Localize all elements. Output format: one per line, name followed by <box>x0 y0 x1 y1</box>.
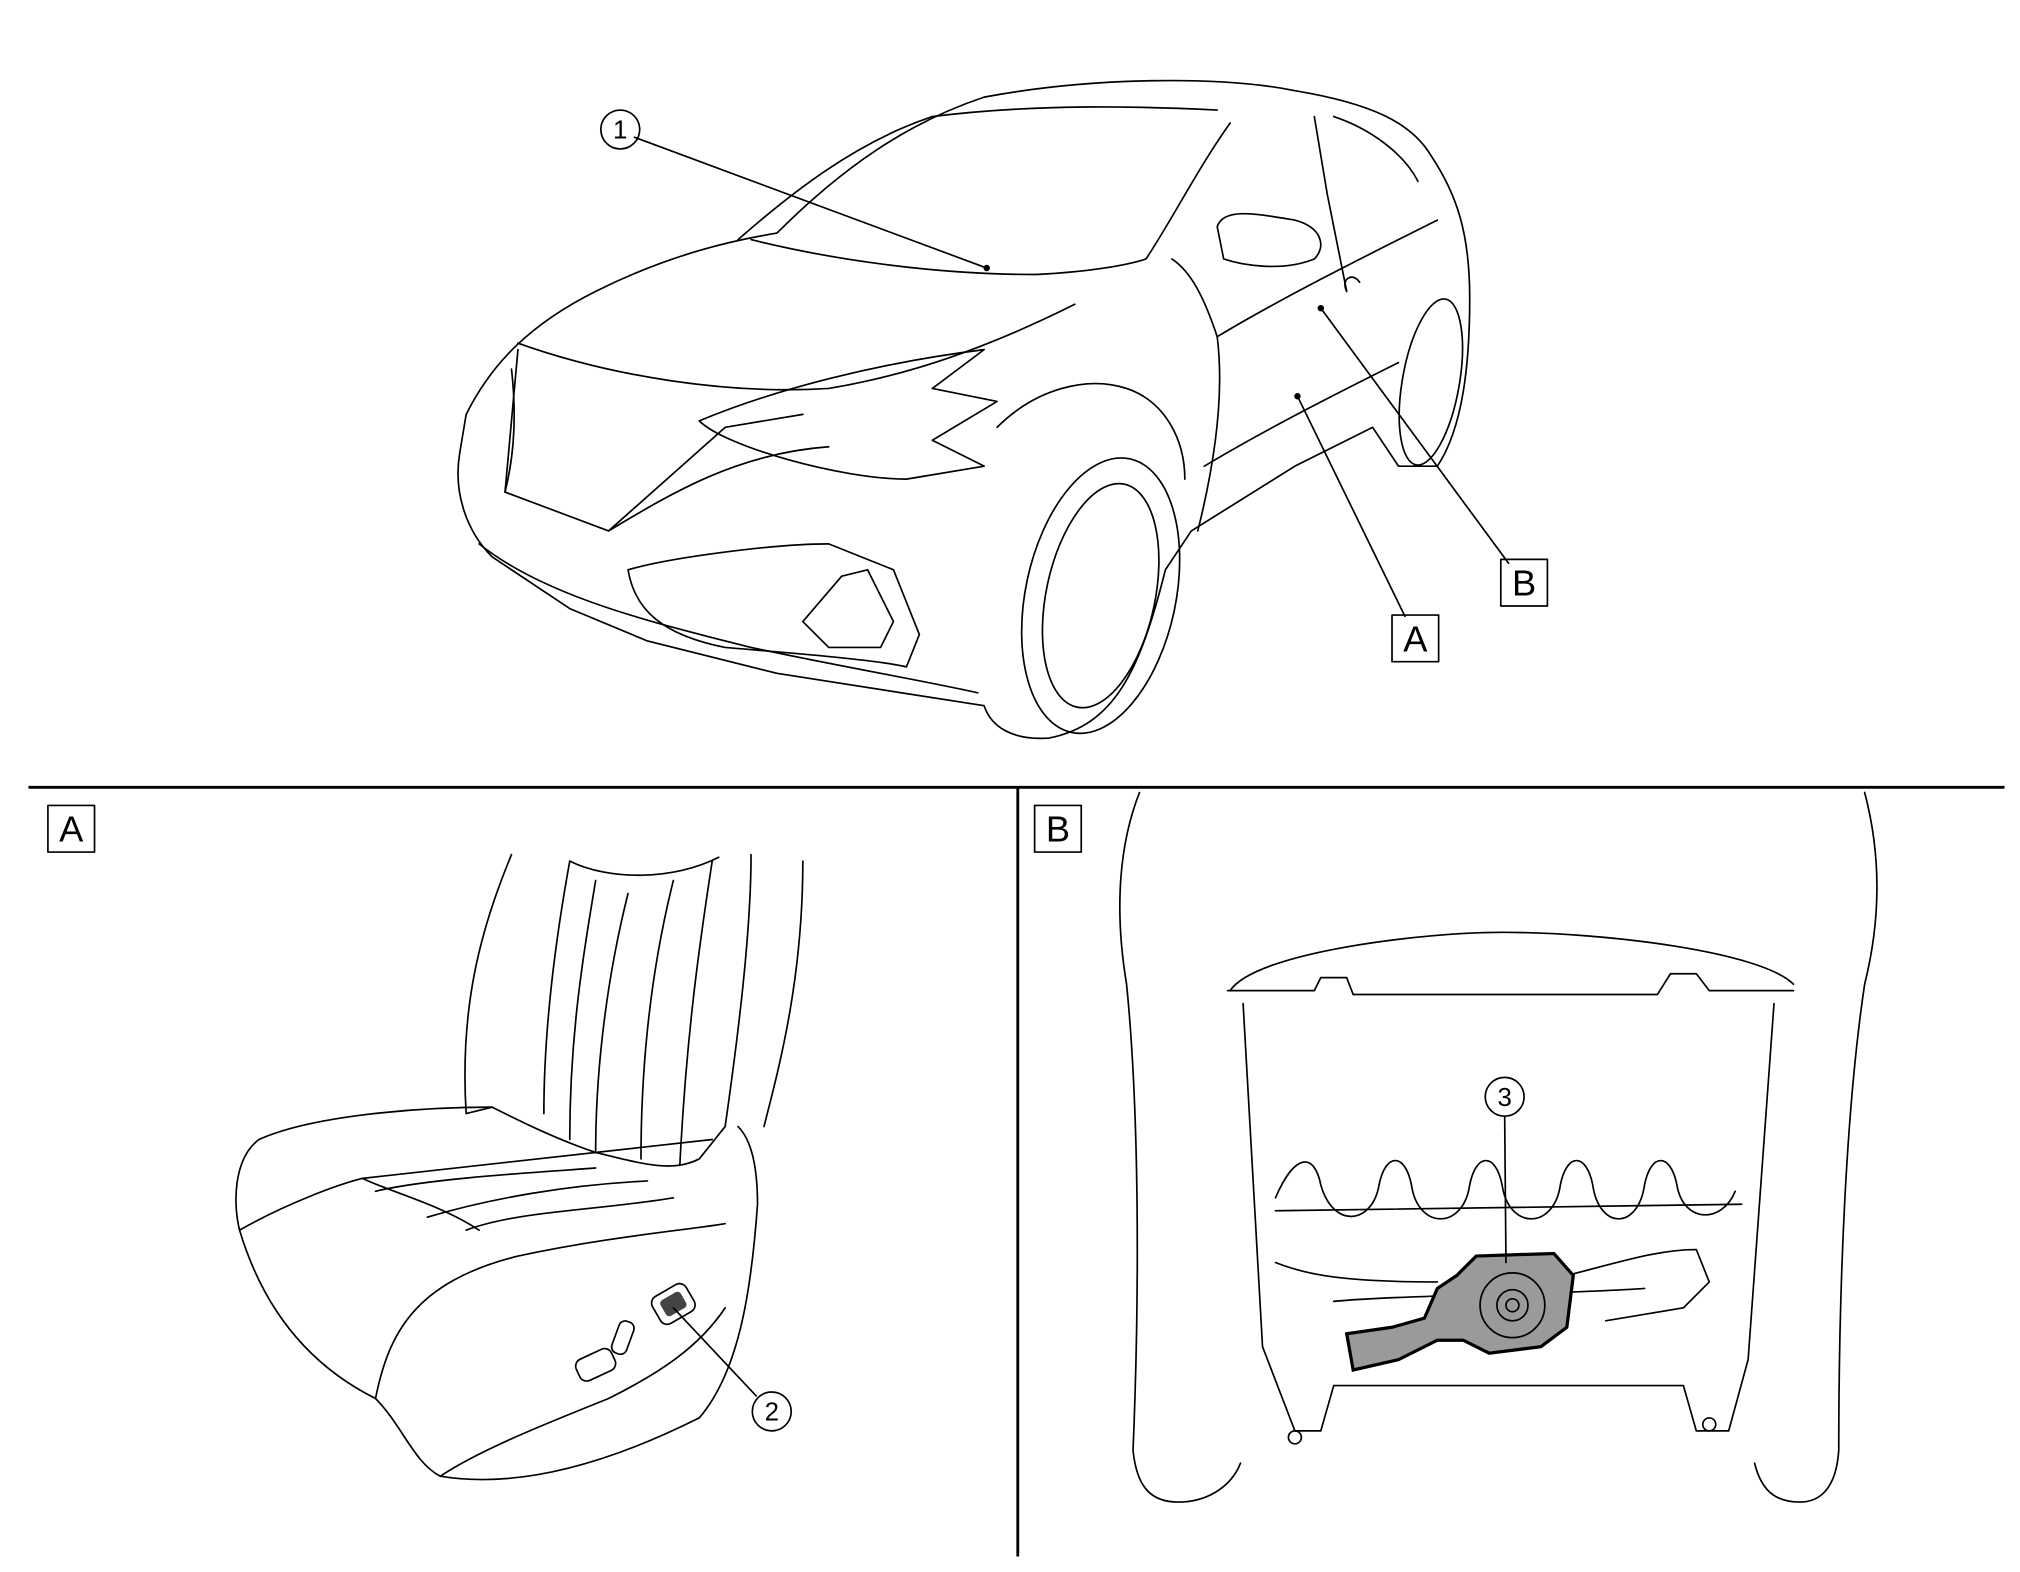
callout-b-label: B <box>1512 563 1536 604</box>
callout-a-leader <box>1296 395 1406 618</box>
seat-illustration <box>235 853 804 1481</box>
seat-switch <box>650 1282 696 1326</box>
seat-motor <box>1344 1251 1576 1372</box>
callout-b-box <box>1499 558 1549 607</box>
callout-2-label: 2 <box>765 1399 779 1427</box>
panel-a-label: A <box>59 809 84 850</box>
callout-1-point <box>983 264 990 272</box>
callout-1-leader <box>633 136 988 269</box>
callout-2-leader <box>672 1307 758 1397</box>
callout-a-box <box>1391 614 1440 663</box>
callout-b-leader <box>1319 307 1510 565</box>
seatback-illustration <box>1119 791 1878 1503</box>
callout-3-circle <box>1484 1076 1525 1118</box>
callout-a-label: A <box>1403 618 1428 659</box>
callout-1-circle <box>599 109 641 150</box>
callout-a-point <box>1294 393 1301 400</box>
callout-3-label: 3 <box>1497 1084 1511 1112</box>
vehicle-illustration <box>457 79 1471 740</box>
panel-b-label-box <box>1033 804 1083 853</box>
callout-1-label: 1 <box>613 117 627 145</box>
panel-b-label: B <box>1046 809 1070 850</box>
callout-2-circle <box>751 1391 793 1432</box>
panel-a-label-box <box>47 804 96 853</box>
callout-3-leader <box>1503 1115 1507 1264</box>
callout-b-point <box>1317 304 1325 312</box>
